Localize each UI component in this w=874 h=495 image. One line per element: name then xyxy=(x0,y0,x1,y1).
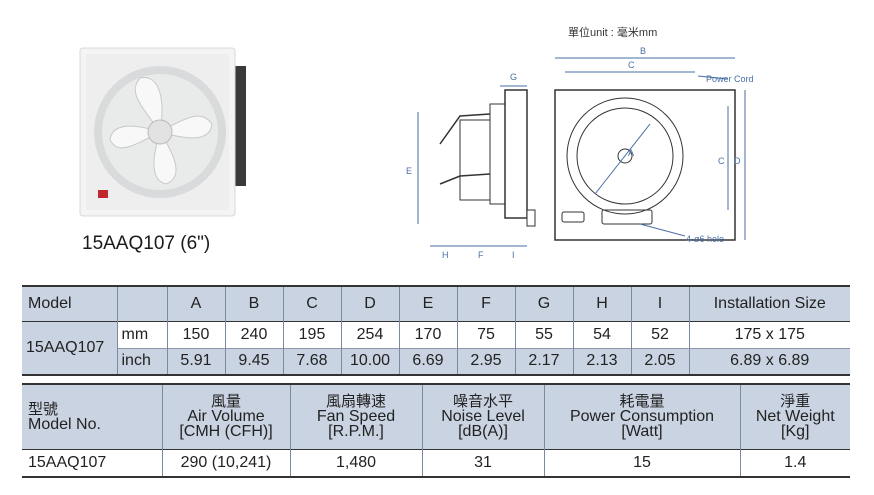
mm-a: 150 xyxy=(166,320,226,348)
header-power-zh: 耗電量 xyxy=(619,393,665,411)
dim-b: B xyxy=(640,46,646,56)
mm-g: 55 xyxy=(514,320,574,348)
header-h: H xyxy=(572,285,632,321)
header-i: I xyxy=(630,285,690,321)
inch-h: 2.13 xyxy=(572,347,632,376)
unit-mm: mm xyxy=(116,320,168,348)
mm-c: 195 xyxy=(282,320,342,348)
header-noise-level-zh: 噪音水平 xyxy=(452,393,513,411)
dim-d: D xyxy=(734,156,741,166)
header-net-weight: 淨重 Net Weight [Kg] xyxy=(739,383,850,449)
header-power-unit: [Watt] xyxy=(621,423,663,441)
header-installation-size: Installation Size xyxy=(688,285,850,321)
header-g: G xyxy=(514,285,574,321)
inch-a: 5.91 xyxy=(166,347,226,376)
table-row: 15AAQ107 290 (10,241) 1,480 31 15 1.4 xyxy=(22,448,850,478)
inch-g: 2.17 xyxy=(514,347,574,376)
header-air-volume-zh: 風量 xyxy=(210,393,241,411)
dim-g: G xyxy=(510,72,517,82)
mm-i: 52 xyxy=(630,320,690,348)
header-model-no: 型號 Model No. xyxy=(22,383,163,449)
dimension-diagram: 單位unit : 毫米mm B C G xyxy=(400,24,770,264)
inch-e: 6.69 xyxy=(398,347,458,376)
header-net-weight-unit: [Kg] xyxy=(781,423,810,441)
dim-i: I xyxy=(512,250,515,260)
dim-a: A xyxy=(628,148,634,158)
table-row: inch 5.91 9.45 7.68 10.00 6.69 2.95 2.17… xyxy=(22,347,850,376)
header-fan-speed-en: Fan Speed xyxy=(316,408,396,426)
header-air-volume: 風量 Air Volume [CMH (CFH)] xyxy=(161,383,291,449)
perf-air-volume: 290 (10,241) xyxy=(161,448,291,478)
product-photo xyxy=(70,44,260,224)
dimensions-header-row: Model A B C D E F G H I Installation Siz… xyxy=(22,285,850,321)
performance-header-row: 型號 Model No. 風量 Air Volume [CMH (CFH)] 風… xyxy=(22,383,850,449)
header-fan-speed-unit: [R.P.M.] xyxy=(328,423,384,441)
header-f: F xyxy=(456,285,516,321)
product-caption: 15AAQ107 (6") xyxy=(82,233,211,254)
perf-weight: 1.4 xyxy=(739,448,850,478)
dim-h: H xyxy=(442,250,449,260)
header-e: E xyxy=(398,285,458,321)
header-net-weight-zh: 淨重 xyxy=(780,393,811,411)
header-model-no-en: Model No. xyxy=(28,415,101,433)
unit-note: 單位unit : 毫米mm xyxy=(568,25,657,39)
header-fan-speed-zh: 風扇轉速 xyxy=(325,393,386,411)
dimensions-table: Model A B C D E F G H I Installation Siz… xyxy=(22,285,850,376)
inch-f: 2.95 xyxy=(456,347,516,376)
inch-i: 2.05 xyxy=(630,347,690,376)
dim-c-top: C xyxy=(628,60,635,70)
dim-f: F xyxy=(478,250,484,260)
performance-table: 型號 Model No. 風量 Air Volume [CMH (CFH)] 風… xyxy=(22,383,850,478)
inch-b: 9.45 xyxy=(224,347,284,376)
unit-inch: inch xyxy=(117,347,168,376)
table-row: 15AAQ107 mm 150 240 195 254 170 75 55 54… xyxy=(22,320,850,376)
mm-e: 170 xyxy=(398,320,458,348)
header-model: Model xyxy=(22,285,118,321)
header-net-weight-en: Net Weight xyxy=(755,408,835,426)
perf-model: 15AAQ107 xyxy=(22,448,163,478)
mm-d: 254 xyxy=(340,320,400,348)
dim-c-side: C xyxy=(718,156,725,166)
model-cell: 15AAQ107 xyxy=(22,320,118,376)
header-a: A xyxy=(166,285,226,321)
perf-fan-speed: 1,480 xyxy=(289,448,423,478)
mm-install: 175 x 175 xyxy=(688,320,850,348)
header-c: C xyxy=(282,285,342,321)
inch-install: 6.89 x 6.89 xyxy=(688,347,850,376)
header-b: B xyxy=(224,285,284,321)
header-model-no-zh: 型號 xyxy=(28,400,59,418)
header-unit xyxy=(116,285,168,321)
mm-b: 240 xyxy=(224,320,284,348)
header-d: D xyxy=(340,285,400,321)
header-noise-level-en: Noise Level xyxy=(441,408,525,426)
inch-d: 10.00 xyxy=(340,347,400,376)
header-fan-speed: 風扇轉速 Fan Speed [R.P.M.] xyxy=(289,383,423,449)
header-air-volume-unit: [CMH (CFH)] xyxy=(179,423,273,441)
mm-h: 54 xyxy=(572,320,632,348)
dim-e: E xyxy=(406,166,412,176)
header-power: 耗電量 Power Consumption [Watt] xyxy=(543,383,741,449)
perf-noise: 31 xyxy=(421,448,545,478)
perf-power: 15 xyxy=(543,448,741,478)
hole-label: 4-ø6 hole xyxy=(686,234,724,244)
inch-c: 7.68 xyxy=(282,347,342,376)
header-noise-level: 噪音水平 Noise Level [dB(A)] xyxy=(421,383,545,449)
power-cord-label: Power Cord xyxy=(706,74,754,84)
header-power-en: Power Consumption xyxy=(569,408,715,426)
mm-f: 75 xyxy=(456,320,516,348)
header-noise-level-unit: [dB(A)] xyxy=(458,423,508,441)
header-air-volume-en: Air Volume xyxy=(187,408,265,426)
